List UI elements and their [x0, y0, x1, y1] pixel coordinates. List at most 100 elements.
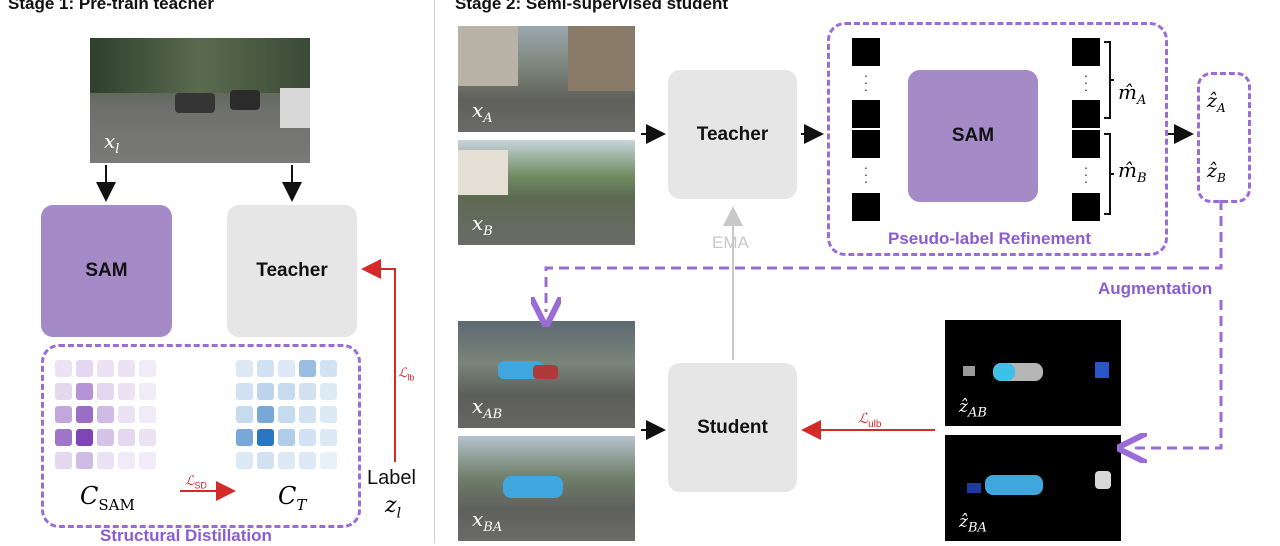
matrix-cell: [139, 429, 156, 446]
label-zl: zl: [385, 493, 402, 522]
matrix-cell: [97, 360, 114, 377]
ellipsis-dots: ···: [863, 159, 869, 189]
matrix-cell: [299, 383, 316, 400]
augmentation-path-top: [546, 200, 1223, 312]
m-hat-b-label: m̂B: [1118, 158, 1147, 186]
matrix-cell: [278, 383, 295, 400]
matrix-cell: [76, 360, 93, 377]
matrix-cell: [76, 383, 93, 400]
matrix-cell: [257, 383, 274, 400]
matrix-cell: [97, 452, 114, 469]
pseudo-label-refinement-box: [827, 22, 1168, 256]
matrix-cell: [278, 406, 295, 423]
matrix-cell: [236, 360, 253, 377]
arrow-label-to-teacher: [361, 259, 396, 462]
matrix-cell: [299, 429, 316, 446]
label-word: Label: [367, 467, 416, 489]
seg-map-zab: ẑAB: [945, 320, 1121, 426]
student-box: Student: [668, 363, 797, 492]
loss-sd-label: ℒSD: [185, 474, 207, 491]
m-hat-a-label: m̂A: [1118, 80, 1147, 108]
matrix-cell: [55, 383, 72, 400]
image-xba: xBA: [458, 436, 635, 541]
matrix-cell: [76, 406, 93, 423]
augmentation-title: Augmentation: [1098, 279, 1213, 298]
z-hat-b-label: ẑB: [1207, 160, 1226, 185]
matrix-cell: [236, 429, 253, 446]
ellipsis-dots: ···: [1083, 159, 1089, 189]
matrix-cell: [118, 360, 135, 377]
matrix-cell: [257, 429, 274, 446]
mask-square: [852, 193, 880, 221]
matrix-cell: [257, 406, 274, 423]
matrix-cell: [320, 360, 337, 377]
matrix-cell: [299, 360, 316, 377]
stage-divider: [434, 0, 435, 543]
matrix-cell: [55, 406, 72, 423]
matrix-cell: [320, 406, 337, 423]
matrix-cell: [320, 452, 337, 469]
mask-square: [1072, 130, 1100, 158]
mask-square: [1072, 100, 1100, 128]
ellipsis-dots: ···: [863, 67, 869, 97]
matrix-cell: [118, 429, 135, 446]
matrix-cell: [257, 452, 274, 469]
matrix-cell: [55, 429, 72, 446]
ema-label: EMA: [712, 233, 749, 252]
mask-square: [852, 100, 880, 128]
matrix-cell: [55, 360, 72, 377]
brace-m-a: [1104, 41, 1111, 119]
matrix-cell: [118, 452, 135, 469]
image-xab: xAB: [458, 321, 635, 428]
matrix-cell: [55, 452, 72, 469]
matrix-cell: [139, 360, 156, 377]
matrix-cell: [278, 429, 295, 446]
c-sam-label: CSAM: [80, 482, 135, 514]
structural-distillation-title: Structural Distillation: [100, 526, 272, 545]
sam-box-stage2: SAM: [908, 70, 1038, 202]
loss-ulb-label: ℒulb: [858, 411, 882, 430]
structural-distillation-box: [41, 344, 361, 528]
matrix-cell: [236, 406, 253, 423]
augmentation-path-right: [1132, 300, 1223, 448]
input-image-xl: xl: [90, 38, 310, 163]
brace-m-b: [1104, 133, 1111, 215]
matrix-cell: [278, 360, 295, 377]
matrix-cell: [236, 452, 253, 469]
mask-square: [1072, 193, 1100, 221]
seg-map-zba: ẑBA: [945, 435, 1121, 541]
z-hat-a-label: ẑA: [1207, 90, 1226, 115]
matrix-cell: [118, 406, 135, 423]
image-xb: xB: [458, 140, 635, 245]
matrix-cell: [139, 452, 156, 469]
matrix-cell: [97, 406, 114, 423]
matrix-cell: [299, 406, 316, 423]
mask-square: [852, 38, 880, 66]
matrix-cell: [320, 429, 337, 446]
loss-lb-label: ℒlb: [398, 366, 415, 383]
matrix-cell: [76, 429, 93, 446]
matrix-cell: [97, 429, 114, 446]
matrix-cell: [257, 360, 274, 377]
stage2-title: Stage 2: Semi-supervised student: [455, 0, 729, 13]
c-t-label: CT: [278, 482, 307, 514]
mask-square: [852, 130, 880, 158]
ellipsis-dots: ···: [1083, 67, 1089, 97]
matrix-cell: [139, 406, 156, 423]
matrix-cell: [97, 383, 114, 400]
teacher-box-stage1: Teacher: [227, 205, 357, 337]
matrix-cell: [320, 383, 337, 400]
matrix-cell: [278, 452, 295, 469]
stage1-title: Stage 1: Pre-train teacher: [8, 0, 214, 13]
sam-box-stage1: SAM: [41, 205, 172, 337]
teacher-box-stage2: Teacher: [668, 70, 797, 199]
matrix-cell: [118, 383, 135, 400]
mask-square: [1072, 38, 1100, 66]
image-xa: xA: [458, 26, 635, 132]
matrix-cell: [236, 383, 253, 400]
pseudo-label-refinement-title: Pseudo-label Refinement: [888, 229, 1092, 248]
matrix-cell: [299, 452, 316, 469]
z-hat-box: [1197, 72, 1251, 203]
matrix-cell: [139, 383, 156, 400]
